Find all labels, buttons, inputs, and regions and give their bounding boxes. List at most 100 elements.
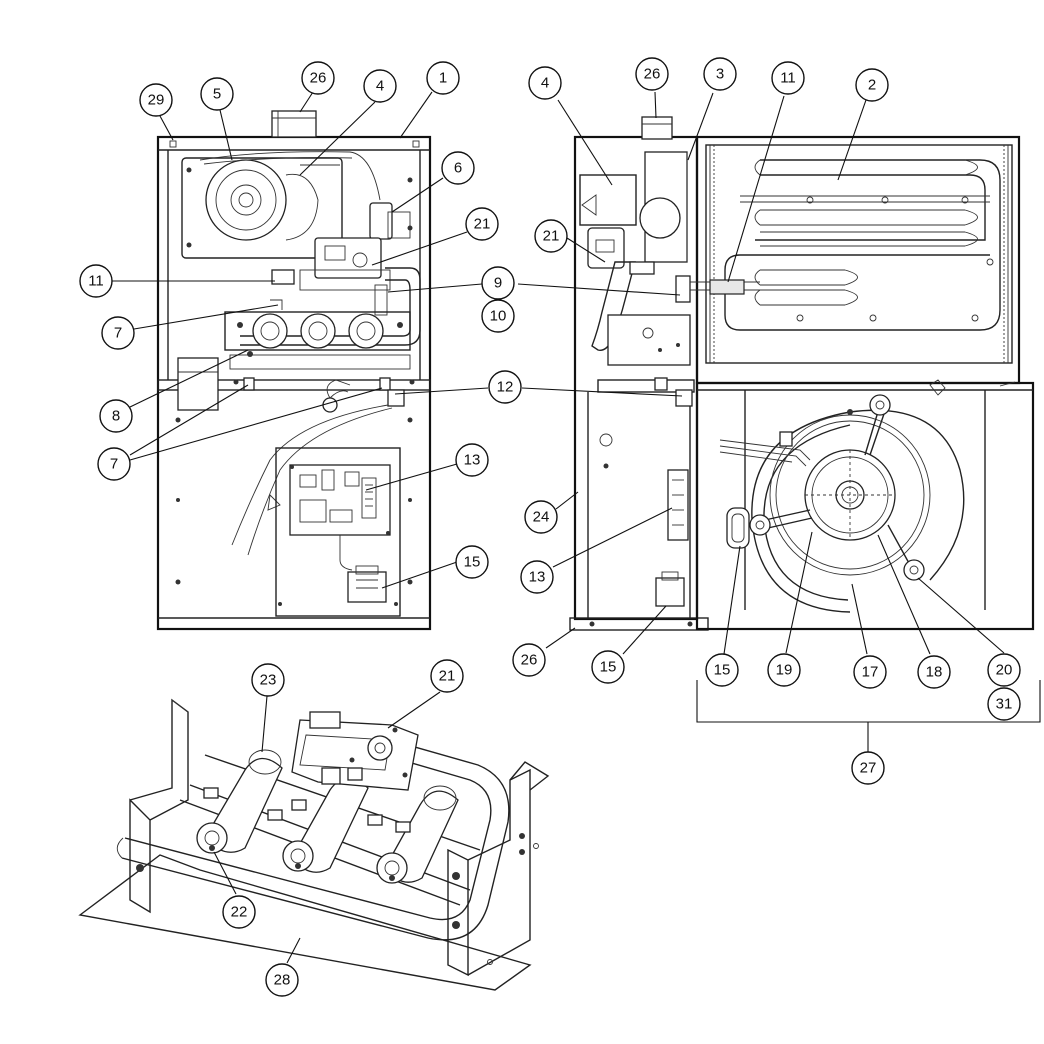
- callout-15: 15: [455, 545, 489, 579]
- blower-compartment: [695, 379, 1035, 631]
- callout-5: 5: [200, 77, 234, 111]
- svg-text:31: 31: [996, 696, 1013, 713]
- svg-text:24: 24: [533, 509, 550, 526]
- svg-text:1: 1: [439, 70, 447, 87]
- control-board-front: [275, 447, 401, 617]
- side-panel-hole: [599, 433, 613, 447]
- svg-text:27: 27: [860, 760, 877, 777]
- svg-text:7: 7: [114, 325, 122, 342]
- callout-8: 8: [99, 399, 133, 433]
- callout-13: 13: [520, 560, 554, 594]
- pressure-switch-front: [369, 177, 413, 240]
- svg-text:7: 7: [110, 456, 118, 473]
- callouts: 29 5 26 4 1 6 21 11 9 10 7 8 12 7 13 15 …: [79, 57, 1021, 997]
- svg-text:21: 21: [439, 668, 456, 685]
- callout-19: 19: [767, 653, 801, 687]
- svg-text:21: 21: [474, 216, 491, 233]
- burner-row-front: [224, 311, 415, 385]
- transformer-side: [655, 577, 685, 607]
- svg-text:2: 2: [868, 77, 876, 94]
- junction-box-front: [177, 357, 219, 411]
- burner-assembly-detail: [78, 698, 550, 991]
- control-board-side: [667, 469, 689, 541]
- svg-text:26: 26: [521, 652, 538, 669]
- front-view: [156, 110, 432, 631]
- callout-11: 11: [771, 61, 805, 95]
- svg-text:6: 6: [454, 160, 462, 177]
- svg-text:29: 29: [148, 92, 165, 109]
- svg-text:10: 10: [490, 308, 507, 325]
- svg-text:4: 4: [541, 75, 549, 92]
- front-divider: [157, 379, 431, 391]
- svg-text:12: 12: [497, 379, 514, 396]
- svg-text:13: 13: [464, 452, 481, 469]
- callout-17: 17: [853, 655, 887, 689]
- callout-7: 7: [101, 316, 135, 350]
- heat-exchanger: [695, 135, 1021, 385]
- callout-12: 12: [488, 370, 522, 404]
- callout-15: 15: [705, 653, 739, 687]
- svg-text:8: 8: [112, 408, 120, 425]
- transformer-front: [347, 571, 387, 603]
- callout-20: 20: [987, 653, 1021, 687]
- callout-26: 26: [512, 643, 546, 677]
- callout-26: 26: [635, 57, 669, 91]
- callout-2: 2: [855, 68, 889, 102]
- callout-10: 10: [481, 299, 515, 333]
- callout-11: 11: [79, 264, 113, 298]
- callout-21: 21: [465, 207, 499, 241]
- flame-sensor-front: [271, 269, 295, 285]
- burner-base-plate: [78, 854, 532, 991]
- svg-text:5: 5: [213, 86, 221, 103]
- callout-13: 13: [455, 443, 489, 477]
- callout-22: 22: [222, 895, 256, 929]
- svg-text:11: 11: [780, 70, 796, 87]
- gas-valve-side: [587, 227, 655, 351]
- vent-collar-front: [271, 110, 317, 138]
- svg-text:11: 11: [88, 273, 104, 290]
- svg-text:9: 9: [494, 275, 502, 292]
- callout-28: 28: [265, 963, 299, 997]
- callout-18: 18: [917, 655, 951, 689]
- callout-23: 23: [251, 663, 285, 697]
- callout-29: 29: [139, 83, 173, 117]
- gas-valve-front: [240, 237, 421, 346]
- callout-21: 21: [534, 219, 568, 253]
- callout-21: 21: [430, 659, 464, 693]
- callout-1: 1: [426, 61, 460, 95]
- svg-text:15: 15: [600, 659, 617, 676]
- svg-text:3: 3: [716, 66, 724, 83]
- callout-27: 27: [851, 751, 885, 785]
- callout-3: 3: [703, 57, 737, 91]
- leader-lines: [112, 91, 1005, 964]
- svg-text:18: 18: [926, 664, 943, 681]
- burner-box-side: [607, 314, 691, 366]
- svg-text:21: 21: [543, 228, 560, 245]
- inducer-blower-side: [579, 151, 688, 263]
- svg-text:15: 15: [714, 662, 731, 679]
- callout-6: 6: [441, 151, 475, 185]
- callout-7: 7: [97, 447, 131, 481]
- side-view: [569, 116, 1041, 752]
- svg-text:19: 19: [776, 662, 793, 679]
- callout-26: 26: [301, 61, 335, 95]
- callout-24: 24: [524, 500, 558, 534]
- svg-text:20: 20: [996, 662, 1013, 679]
- svg-text:17: 17: [862, 664, 879, 681]
- gas-valve-detail: [291, 711, 419, 791]
- svg-text:28: 28: [274, 972, 291, 989]
- flame-sensor-side: [675, 275, 691, 303]
- callout-9: 9: [481, 266, 515, 300]
- svg-text:13: 13: [529, 569, 546, 586]
- svg-text:4: 4: [376, 78, 384, 95]
- callout-4: 4: [363, 69, 397, 103]
- svg-text:23: 23: [260, 672, 277, 689]
- svg-text:26: 26: [644, 66, 661, 83]
- vent-collar-side: [641, 116, 673, 140]
- wire-grommet: [322, 397, 338, 413]
- svg-text:22: 22: [231, 904, 248, 921]
- svg-text:15: 15: [464, 554, 481, 571]
- callout-15: 15: [591, 650, 625, 684]
